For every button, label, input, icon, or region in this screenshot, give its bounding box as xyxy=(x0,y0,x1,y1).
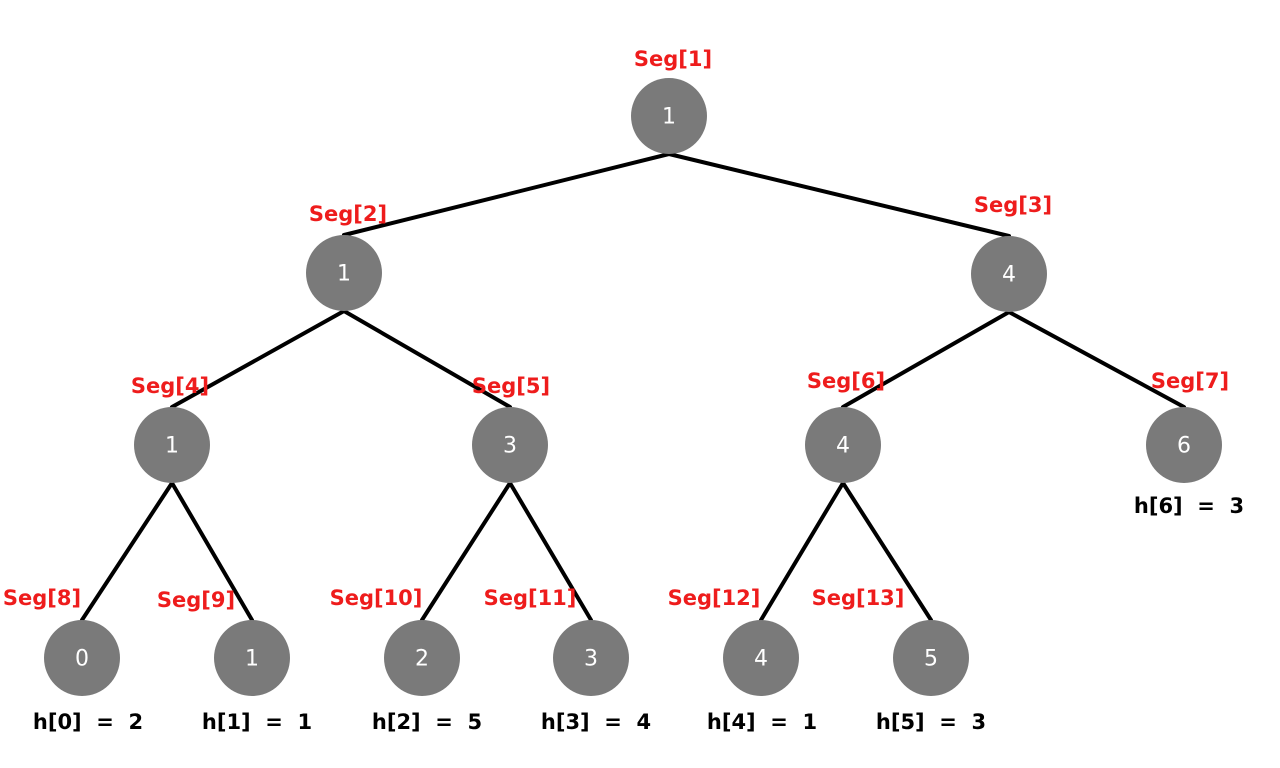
node-circle xyxy=(971,236,1047,312)
seg-label: Seg[4] xyxy=(131,374,209,398)
node-circle xyxy=(1146,407,1222,483)
seg-label: Seg[10] xyxy=(330,586,423,610)
node-value: 4 xyxy=(1002,263,1016,288)
height-label: h[1] = 1 xyxy=(202,710,312,734)
edge-3-6 xyxy=(841,310,1011,409)
node-circle xyxy=(44,620,120,696)
seg-label: Seg[9] xyxy=(157,588,235,612)
tree-node-4: 1 Seg[4] xyxy=(131,374,210,483)
height-label: h[2] = 5 xyxy=(372,710,482,734)
node-value: 1 xyxy=(337,262,351,287)
seg-label: Seg[5] xyxy=(472,374,550,398)
edge-3-7 xyxy=(1007,310,1186,409)
node-circle xyxy=(553,620,629,696)
node-circle xyxy=(134,407,210,483)
tree-node-2: 1 Seg[2] xyxy=(306,202,387,311)
tree-node-11: 3 Seg[11] h[3] = 4 xyxy=(484,586,652,734)
height-label: h[3] = 4 xyxy=(541,710,651,734)
node-circle xyxy=(805,407,881,483)
seg-label: Seg[6] xyxy=(807,369,885,393)
tree-nodes: 1Seg[1]1Seg[2]4Seg[3]1Seg[4]3Seg[5]4Seg[… xyxy=(3,47,1244,734)
tree-node-13: 5 Seg[13] h[5] = 3 xyxy=(812,586,987,734)
tree-node-12: 4 Seg[12] h[4] = 1 xyxy=(668,586,818,734)
edge-2-4 xyxy=(170,309,346,409)
seg-label: Seg[2] xyxy=(309,202,387,226)
height-label: h[6] = 3 xyxy=(1134,494,1244,518)
tree-edges xyxy=(80,152,1186,622)
node-circle xyxy=(214,620,290,696)
node-value: 1 xyxy=(165,434,179,459)
node-value: 5 xyxy=(924,647,938,672)
node-value: 1 xyxy=(662,105,676,130)
edge-5-10 xyxy=(420,481,512,622)
node-value: 3 xyxy=(584,647,598,672)
node-circle xyxy=(631,78,707,154)
node-value: 1 xyxy=(245,647,259,672)
node-value: 4 xyxy=(836,434,850,459)
edge-6-13 xyxy=(841,481,933,622)
edge-4-8 xyxy=(80,481,174,622)
seg-label: Seg[7] xyxy=(1151,369,1229,393)
tree-node-9: 1 Seg[9] h[1] = 1 xyxy=(157,588,312,734)
seg-label: Seg[11] xyxy=(484,586,577,610)
tree-node-3: 4 Seg[3] xyxy=(971,193,1052,312)
tree-node-7: 6 Seg[7] h[6] = 3 xyxy=(1134,369,1244,518)
edge-1-3 xyxy=(667,152,1011,238)
node-value: 3 xyxy=(503,434,517,459)
height-label: h[0] = 2 xyxy=(33,710,143,734)
node-value: 4 xyxy=(754,647,768,672)
node-circle xyxy=(472,407,548,483)
tree-node-10: 2 Seg[10] h[2] = 5 xyxy=(330,586,483,734)
node-value: 2 xyxy=(415,647,429,672)
edge-4-9 xyxy=(170,481,254,622)
node-circle xyxy=(384,620,460,696)
edge-5-11 xyxy=(508,481,593,622)
height-label: h[4] = 1 xyxy=(707,710,817,734)
seg-label: Seg[13] xyxy=(812,586,905,610)
tree-node-1: 1 Seg[1] xyxy=(631,47,712,154)
node-circle xyxy=(306,235,382,311)
seg-label: Seg[12] xyxy=(668,586,761,610)
tree-node-8: 0 Seg[8] h[0] = 2 xyxy=(3,586,143,734)
node-value: 6 xyxy=(1177,434,1191,459)
tree-node-6: 4 Seg[6] xyxy=(805,369,885,483)
edge-2-5 xyxy=(342,309,512,409)
tree-node-5: 3 Seg[5] xyxy=(472,374,550,483)
seg-label: Seg[8] xyxy=(3,586,81,610)
seg-label: Seg[3] xyxy=(974,193,1052,217)
node-value: 0 xyxy=(75,647,89,672)
node-circle xyxy=(723,620,799,696)
edge-6-12 xyxy=(759,481,845,622)
edge-1-2 xyxy=(342,152,671,237)
height-label: h[5] = 3 xyxy=(876,710,986,734)
seg-label: Seg[1] xyxy=(634,47,712,71)
node-circle xyxy=(893,620,969,696)
